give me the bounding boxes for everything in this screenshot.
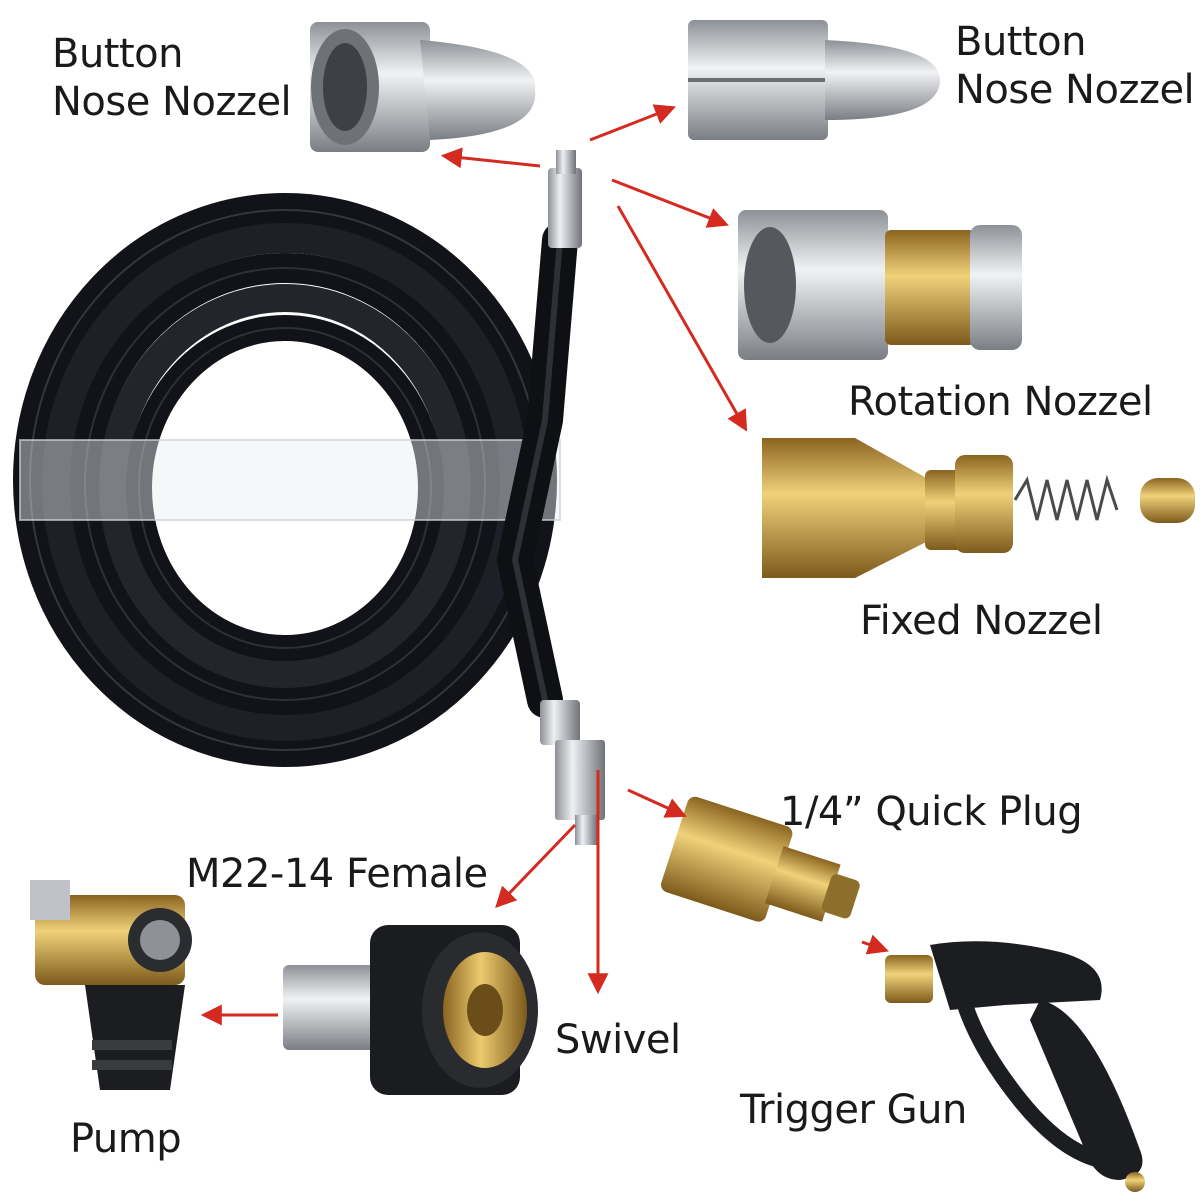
button-nose-nozzle-right-image	[688, 20, 940, 140]
label-rotation-nozzle: Rotation Nozzel	[848, 379, 1153, 425]
arrow-to-fixed-nozzle	[616, 205, 748, 432]
label-button-nose-left-line2: Nose Nozzel	[52, 79, 292, 125]
hose-straight	[496, 150, 605, 845]
label-button-nose-right-line2: Nose Nozzel	[955, 67, 1195, 113]
label-swivel: Swivel	[555, 1017, 681, 1063]
rotation-nozzle-image	[738, 210, 1022, 360]
button-nose-nozzle-left-image	[310, 22, 536, 152]
label-button-nose-right-line1: Button	[955, 19, 1086, 65]
label-button-nose-right: Button Nose Nozzel	[955, 18, 1195, 114]
arrow-to-trigger-gun	[861, 934, 889, 955]
label-trigger-gun: Trigger Gun	[740, 1087, 967, 1133]
arrow-to-button-nose-right	[589, 104, 676, 142]
hose-coil	[13, 193, 561, 767]
quick-plug-image	[661, 796, 860, 922]
connection-arrows	[200, 104, 889, 1026]
label-m22-female: M22-14 Female	[186, 851, 488, 897]
label-fixed-nozzle: Fixed Nozzel	[860, 598, 1103, 644]
fixed-nozzle-image	[762, 438, 1195, 578]
arrow-to-rotation-nozzle	[611, 178, 729, 228]
trigger-gun-image	[885, 941, 1145, 1192]
label-quick-plug: 1/4” Quick Plug	[780, 789, 1083, 835]
arrow-to-m22-female	[495, 823, 577, 909]
label-button-nose-left: Button Nose Nozzel	[52, 30, 292, 126]
m22-female-coupler-image	[283, 925, 538, 1095]
label-pump: Pump	[70, 1116, 182, 1162]
arrow-to-button-nose-left	[440, 147, 541, 169]
arrow-to-quick-plug	[627, 788, 687, 818]
pump-image	[30, 880, 192, 1090]
label-button-nose-left-line1: Button	[52, 31, 183, 77]
